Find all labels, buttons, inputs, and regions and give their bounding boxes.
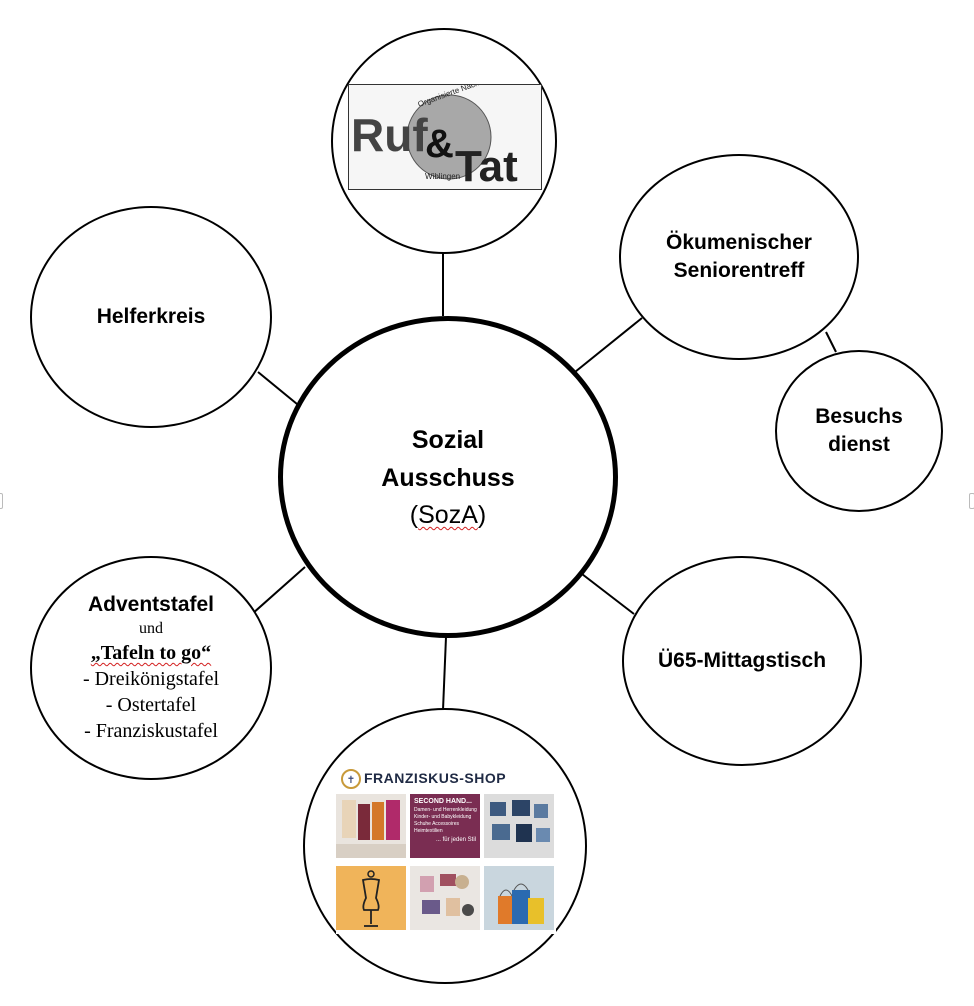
shop-tile-shopping-bags bbox=[484, 866, 554, 930]
skirts-image bbox=[336, 800, 406, 858]
shop-tile-second-hand: SECOND HAND... Damen- und Herrenkleidung… bbox=[410, 794, 480, 858]
node-besuchsdienst: Besuchs dienst bbox=[775, 350, 943, 512]
center-title-line1: Sozial bbox=[411, 426, 485, 454]
center-abbreviation: (SozA) bbox=[409, 501, 487, 529]
besuchsdienst-line2: dienst bbox=[828, 433, 890, 456]
logo-amp-text: & bbox=[425, 122, 454, 166]
center-title-line2: Ausschuss bbox=[381, 464, 515, 492]
shop-logo-icon: ✝ bbox=[341, 769, 361, 789]
advent-item-oster: - Ostertafel bbox=[105, 694, 197, 716]
helferkreis-label: Helferkreis bbox=[96, 305, 206, 328]
advent-tafeln-text: „Tafeln to go“ bbox=[90, 642, 212, 664]
svg-text:✝: ✝ bbox=[347, 775, 355, 786]
advent-und: und bbox=[139, 620, 163, 637]
logo-tat-text: Tat bbox=[455, 142, 518, 189]
advent-item-dreikoenig: - Dreikönigstafel bbox=[82, 668, 220, 690]
logo-ruf-text: Ruf bbox=[351, 109, 428, 161]
shop-tile-mannequin bbox=[336, 866, 406, 930]
connector-shop bbox=[442, 636, 447, 711]
node-seniorentreff: Ökumenischer Seniorentreff bbox=[619, 154, 859, 360]
shop-tile-accessories bbox=[410, 866, 480, 930]
shop-panel-foot: ... für jeden Stil bbox=[435, 837, 476, 843]
advent-title: Adventstafel bbox=[87, 593, 215, 616]
accessories-image bbox=[420, 874, 474, 916]
advent-item-franziskus: - Franziskustafel bbox=[84, 720, 218, 742]
seniorentreff-line1: Ökumenischer bbox=[666, 231, 812, 254]
shop-title: FRANZISKUS-SHOP bbox=[364, 770, 507, 786]
shop-tile-jeans bbox=[484, 794, 554, 858]
page-edge-mark-right bbox=[969, 493, 974, 509]
node-mittagstisch: Ü65-Mittagstisch bbox=[622, 556, 862, 766]
shop-panel-text: Damen- und Herrenkleidung Kinder- und Ba… bbox=[414, 807, 477, 834]
shopping-bags-image bbox=[498, 883, 544, 924]
connector-advent bbox=[251, 566, 306, 615]
connector-mittag bbox=[581, 573, 635, 615]
ruf-tat-logo-graphic: Ruf & Tat Organisierte Nachbarschaftshil… bbox=[351, 85, 529, 189]
node-helferkreis: Helferkreis bbox=[30, 206, 272, 428]
shop-collage: ✝ FRANZISKUS-SHOP SECOND HAND... Damen- … bbox=[336, 768, 556, 934]
connector-senioren bbox=[574, 317, 643, 373]
shop-panel-head: SECOND HAND... bbox=[414, 798, 472, 805]
besuchsdienst-line1: Besuchs bbox=[815, 405, 903, 428]
center-node-soza: Sozial Ausschuss (SozA) bbox=[278, 316, 618, 638]
node-adventstafel: Adventstafel und „Tafeln to go“ - Dreikö… bbox=[30, 556, 272, 780]
logo-place-text: Wiblingen bbox=[425, 172, 460, 181]
center-abbr-text: SozA bbox=[418, 501, 478, 529]
ruf-tat-logo: Ruf & Tat Organisierte Nachbarschaftshil… bbox=[348, 84, 542, 190]
mittagstisch-label: Ü65-Mittagstisch bbox=[657, 649, 827, 672]
shop-tile-clothing-skirts bbox=[336, 794, 406, 858]
advent-tafeln-to-go: „Tafeln to go“ bbox=[91, 640, 211, 666]
page-edge-mark-left bbox=[0, 493, 3, 509]
seniorentreff-line2: Seniorentreff bbox=[673, 259, 805, 282]
connector-helferkreis bbox=[257, 371, 298, 405]
connector-besuch bbox=[825, 331, 837, 353]
jeans-image bbox=[490, 800, 550, 842]
mannequin-icon bbox=[361, 870, 381, 927]
